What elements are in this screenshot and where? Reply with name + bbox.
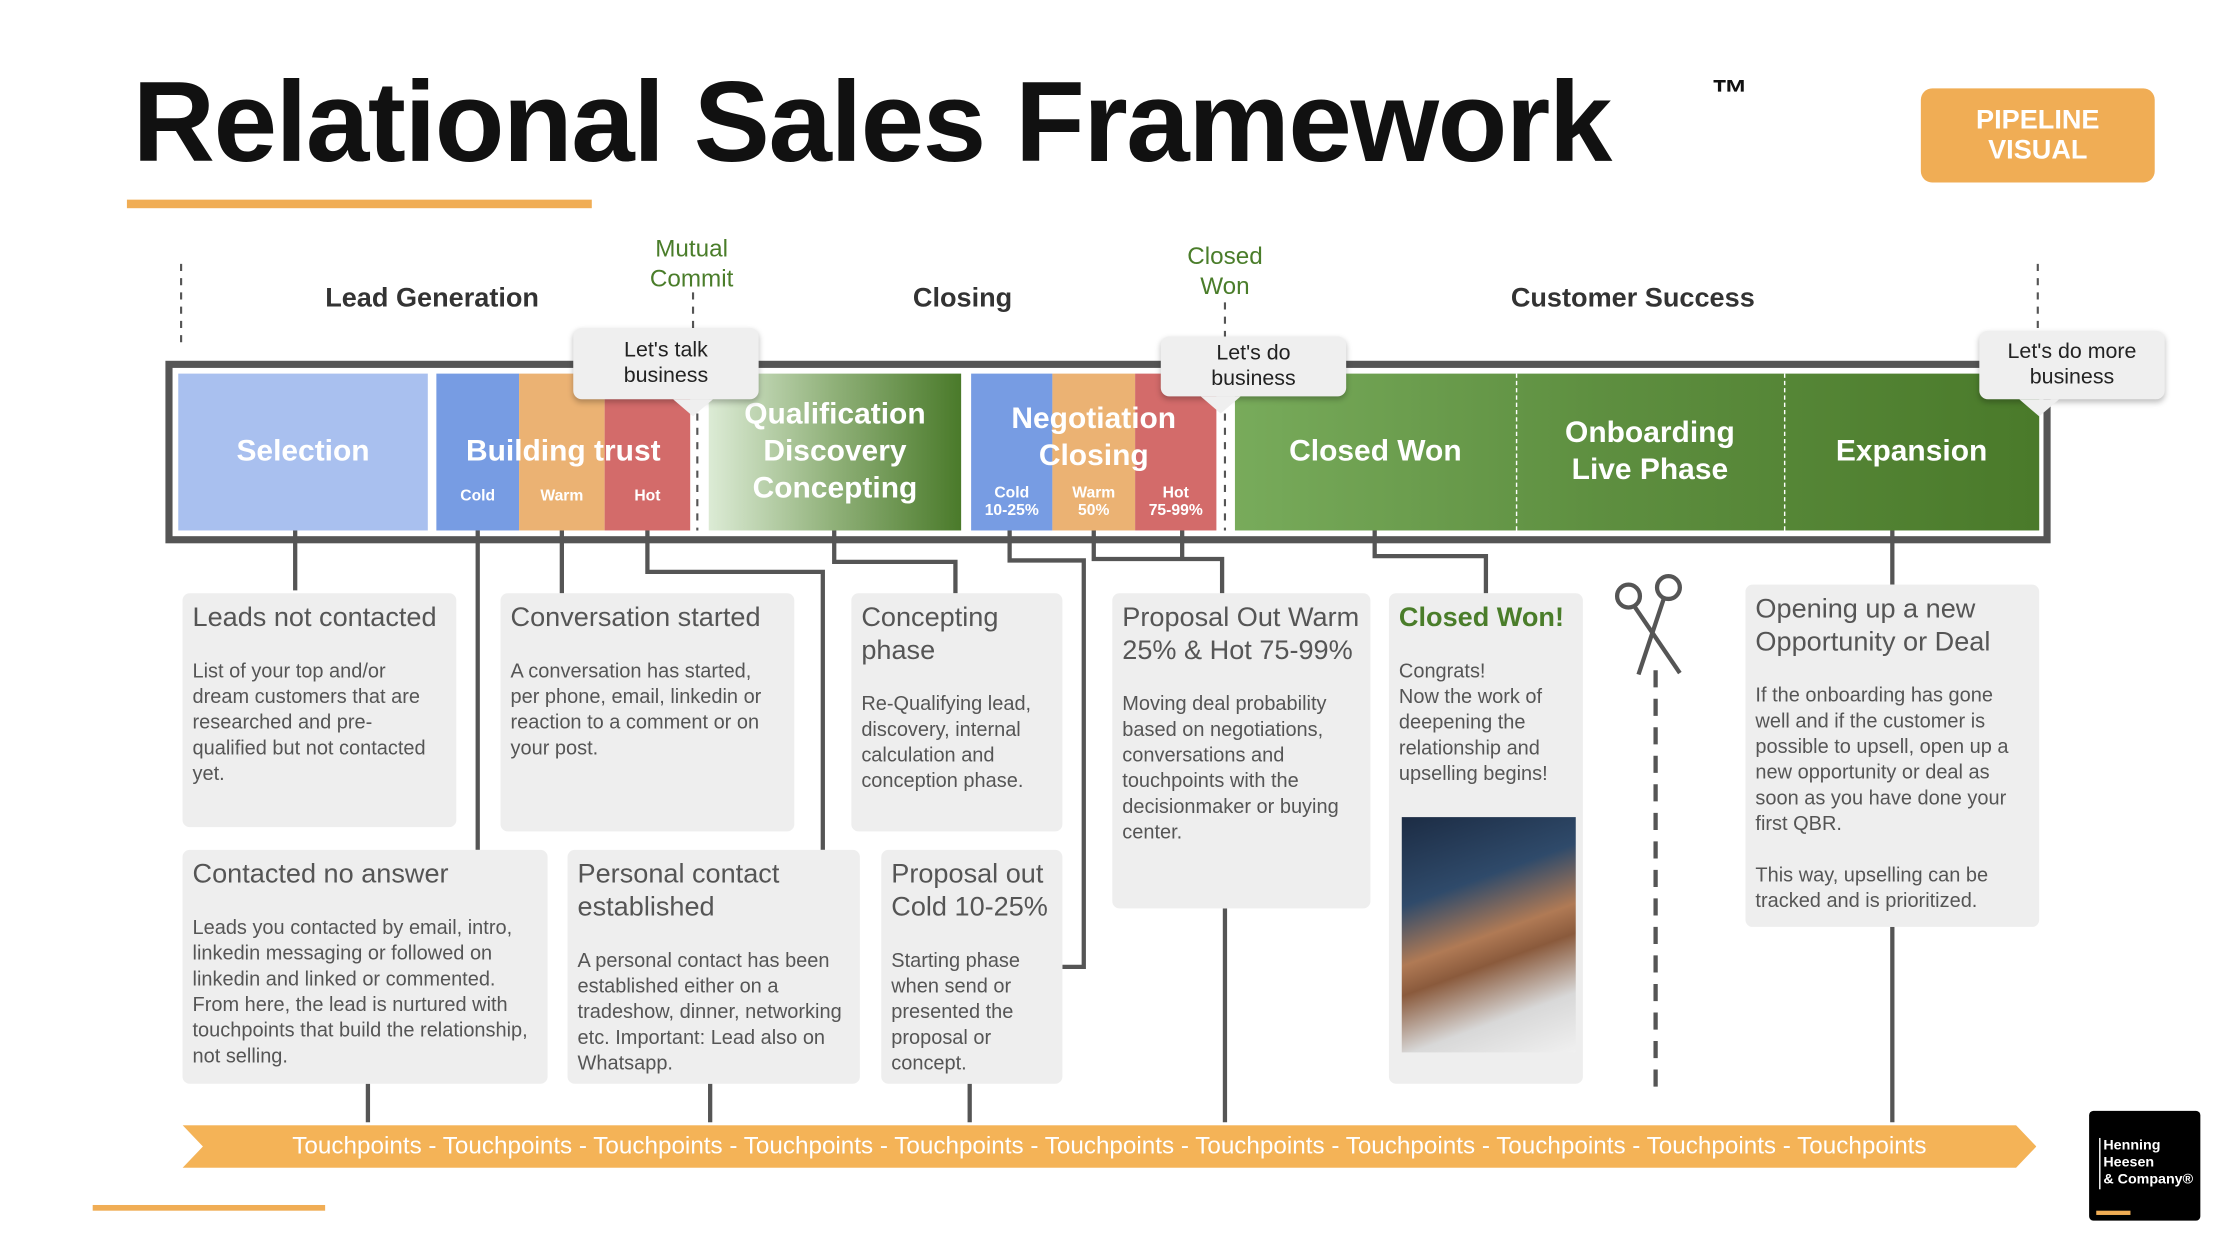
section-customer-success: Customer Success bbox=[1510, 283, 1755, 314]
milestone-line: Won bbox=[1200, 272, 1250, 300]
touchpoints-banner: Touchpoints - Touchpoints - Touchpoints … bbox=[182, 1125, 2037, 1168]
card-concepting-phase: Concepting phase Re-Qualifying lead, dis… bbox=[851, 593, 1063, 832]
sub-line: Hot bbox=[1162, 484, 1189, 502]
card-title: Concepting phase bbox=[861, 603, 999, 666]
card-body: If the onboarding has gone well and if t… bbox=[1755, 683, 2009, 835]
building-warm-label: Warm bbox=[540, 487, 584, 505]
card-title: Conversation started bbox=[510, 603, 761, 634]
stage-line: Concepting bbox=[752, 472, 918, 505]
card-leads-not-contacted: Leads not contacted List of your top and… bbox=[182, 593, 457, 828]
sub-line: 50% bbox=[1078, 501, 1110, 520]
stage-closed-won: Closed Won bbox=[1289, 434, 1462, 468]
pipeline-visual-badge: PIPELINE VISUAL bbox=[1920, 88, 2155, 183]
card-title: Closed Won! bbox=[1398, 603, 1565, 634]
callout-line: Let's do more bbox=[2007, 339, 2137, 364]
card-conversation-started: Conversation started A conversation has … bbox=[500, 593, 795, 832]
card-body: Starting phase when send or presented th… bbox=[891, 948, 1021, 1074]
card-body: Moving deal probability based on negotia… bbox=[1122, 691, 1339, 843]
card-proposal-warm-hot: Proposal Out Warm 25% & Hot 75-99% Movin… bbox=[1112, 593, 1371, 909]
sub-line: 75-99% bbox=[1148, 501, 1203, 520]
stage-negotiation-label: Negotiation Closing bbox=[971, 401, 1216, 475]
stage-line: Discovery bbox=[763, 434, 907, 468]
company-logo: Henning Heesen & Company® bbox=[2089, 1110, 2201, 1221]
stage-qualification: Qualification Discovery Concepting bbox=[708, 373, 962, 531]
card-body: Now the work of deepening the relationsh… bbox=[1398, 684, 1548, 785]
stage-line: Negotiation bbox=[1011, 402, 1177, 435]
logo-line: & Company® bbox=[2103, 1172, 2194, 1188]
card-body: Re-Qualifying lead, discovery, internal … bbox=[861, 691, 1032, 792]
callout-line: Let's talk bbox=[624, 337, 708, 363]
building-hot-label: Hot bbox=[634, 487, 661, 505]
card-body: A conversation has started, per phone, e… bbox=[510, 658, 762, 759]
card-body: Leads you contacted by email, intro, lin… bbox=[192, 915, 528, 1067]
callout-line: business bbox=[2029, 365, 2115, 390]
callout-line: business bbox=[1211, 366, 1296, 391]
badge-line: PIPELINE bbox=[1976, 105, 2100, 136]
card-body: A personal contact has been established … bbox=[577, 948, 842, 1074]
title-underline bbox=[126, 199, 592, 209]
milestone-line: Closed bbox=[1187, 242, 1263, 270]
sub-line: Cold bbox=[994, 484, 1030, 502]
card-body: This way, upselling can be tracked and i… bbox=[1755, 862, 1989, 912]
pipeline-frame bbox=[165, 360, 2051, 544]
stage-building-trust-label: Building trust bbox=[465, 434, 661, 468]
stage-building-warm bbox=[519, 373, 605, 531]
card-title: Opening up a new Opportunity or Deal bbox=[1755, 594, 1991, 658]
card-personal-contact: Personal contact established A personal … bbox=[567, 849, 860, 1084]
card-body: List of your top and/or dream customers … bbox=[192, 658, 426, 785]
stage-selection: Selection bbox=[178, 373, 428, 531]
stage-line: Qualification bbox=[744, 397, 926, 431]
card-title: Proposal Out Warm 25% & Hot 75-99% bbox=[1122, 603, 1360, 666]
section-closing: Closing bbox=[912, 283, 1013, 314]
page-title: Relational Sales Framework bbox=[132, 58, 1613, 186]
card-title: Contacted no answer bbox=[192, 859, 449, 890]
callout-line: business bbox=[623, 363, 709, 388]
card-body: Congrats! bbox=[1398, 658, 1486, 682]
stage-negotiation-cold bbox=[971, 373, 1053, 531]
milestone-line: Mutual bbox=[655, 235, 729, 263]
scissors-icon bbox=[1614, 573, 1682, 676]
stage-line: Closing bbox=[1038, 439, 1149, 473]
card-contacted-no-answer: Contacted no answer Leads you contacted … bbox=[182, 849, 548, 1084]
stage-negotiation-warm bbox=[1052, 373, 1136, 531]
logo-line: Heesen bbox=[2103, 1155, 2155, 1171]
divider bbox=[1783, 373, 1786, 531]
milestone-line: Commit bbox=[649, 265, 734, 293]
card-proposal-cold: Proposal out Cold 10-25% Starting phase … bbox=[881, 849, 1063, 1084]
trademark: ™ bbox=[1711, 71, 1749, 115]
stage-customer-success bbox=[1234, 373, 2040, 531]
milestone-mutual-commit: Mutual Commit bbox=[650, 234, 734, 294]
milestone-closed-won: Closed Won bbox=[1187, 241, 1262, 301]
stage-line: Live Phase bbox=[1571, 453, 1729, 487]
sub-line: 10-25% bbox=[984, 501, 1039, 520]
section-lead-generation: Lead Generation bbox=[325, 283, 539, 314]
logo-line: Henning bbox=[2103, 1137, 2161, 1154]
card-opening-new-opportunity: Opening up a new Opportunity or Deal If … bbox=[1745, 584, 2040, 927]
sub-line: Warm bbox=[1072, 484, 1116, 502]
stage-line: Onboarding bbox=[1565, 416, 1735, 450]
card-title: Proposal out Cold 10-25% bbox=[891, 859, 1048, 923]
handshake-photo bbox=[1401, 817, 1576, 1053]
footer-underline bbox=[92, 1204, 326, 1211]
building-cold-label: Cold bbox=[460, 487, 496, 505]
callout-line: Let's do bbox=[1216, 340, 1291, 366]
card-title: Leads not contacted bbox=[192, 603, 437, 634]
stage-building-cold bbox=[436, 373, 520, 531]
stage-expansion: Expansion bbox=[1835, 434, 1988, 468]
divider bbox=[1515, 373, 1518, 531]
badge-line: VISUAL bbox=[1988, 135, 2088, 166]
card-title: Personal contact established bbox=[577, 859, 780, 923]
